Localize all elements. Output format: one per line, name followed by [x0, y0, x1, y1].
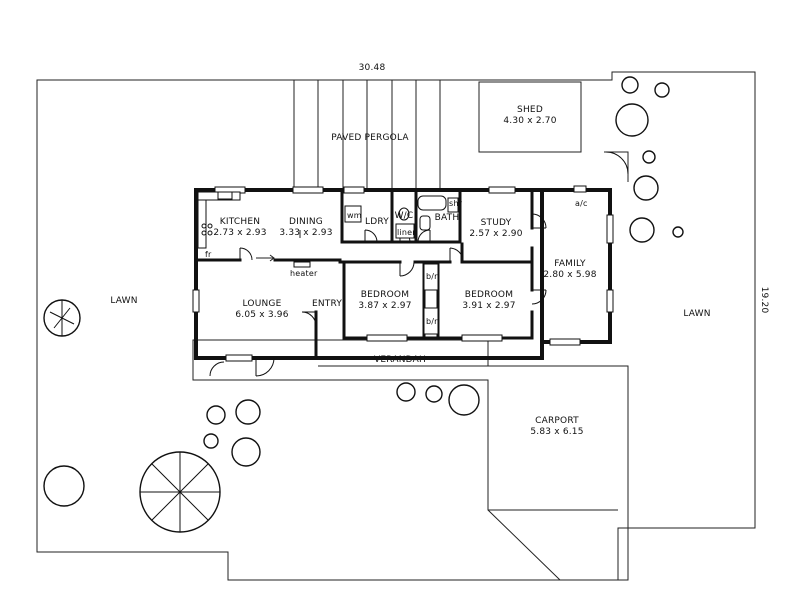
- interior-walls: [194, 188, 534, 360]
- robe1-label: b/r: [426, 272, 438, 281]
- linen-label: linen: [397, 228, 418, 237]
- verandah-outline: [192, 339, 629, 581]
- lawn-right-label: LAWN: [683, 309, 710, 319]
- robes: [423, 263, 439, 335]
- study-size: 2.57 x 2.90: [469, 229, 522, 239]
- paved-pergola-slats: [293, 80, 441, 188]
- fridge-label: fr: [205, 250, 212, 259]
- shower-label: shr: [449, 199, 463, 208]
- study-label: STUDY: [481, 218, 512, 228]
- shrub-bottom-left: [43, 465, 85, 507]
- lounge-label: LOUNGE: [243, 299, 282, 309]
- lounge-size: 6.05 x 3.96: [235, 310, 288, 320]
- wet-area-fixtures: [344, 195, 459, 239]
- depth-dimension: 19.20: [759, 287, 769, 314]
- bedroom2-size: 3.91 x 2.97: [462, 301, 515, 311]
- side-path: [604, 151, 629, 182]
- washing-machine-label: wm: [347, 211, 362, 220]
- laundry-label: LDRY: [365, 217, 389, 227]
- shrubs-front: [203, 382, 480, 467]
- lawn-left-label: LAWN: [110, 296, 137, 306]
- bedroom2-label: BEDROOM: [465, 290, 513, 300]
- bedroom1-label: BEDROOM: [361, 290, 409, 300]
- family-size: 2.80 x 5.98: [543, 270, 596, 280]
- paved-pergola-label: PAVED PERGOLA: [331, 133, 409, 143]
- shed-size: 4.30 x 2.70: [503, 116, 556, 126]
- heater-icon: [293, 261, 311, 268]
- side-gate: [605, 151, 629, 175]
- aircon-icon: [573, 185, 587, 193]
- wc-label: W/C: [395, 211, 414, 221]
- width-dimension: 30.48: [359, 63, 386, 73]
- kitchen-size: 2.73 x 2.93: [213, 228, 266, 238]
- robe2-label: b/r: [426, 317, 438, 326]
- shed: [478, 81, 582, 153]
- shrubs-top-right: [615, 76, 684, 243]
- bath-label: BATH: [435, 213, 460, 223]
- aircon-label: a/c: [575, 199, 588, 208]
- shrub-left-lawn: [43, 299, 81, 337]
- heater-label: heater: [290, 269, 318, 278]
- kitchen-label: KITCHEN: [220, 217, 260, 227]
- carport-label: CARPORT: [535, 416, 579, 426]
- shed-label: SHED: [517, 105, 543, 115]
- bedroom1-size: 3.87 x 2.97: [358, 301, 411, 311]
- dining-size: 3.33 x 2.93: [279, 228, 332, 238]
- carport-size: 5.83 x 6.15: [530, 427, 583, 437]
- entry-arrows: [256, 230, 301, 262]
- dining-label: DINING: [289, 217, 323, 227]
- large-tree-front-left: [139, 451, 221, 533]
- entry-label: ENTRY: [312, 299, 342, 309]
- kitchen-fixtures: [197, 191, 241, 249]
- family-label: FAMILY: [554, 259, 586, 269]
